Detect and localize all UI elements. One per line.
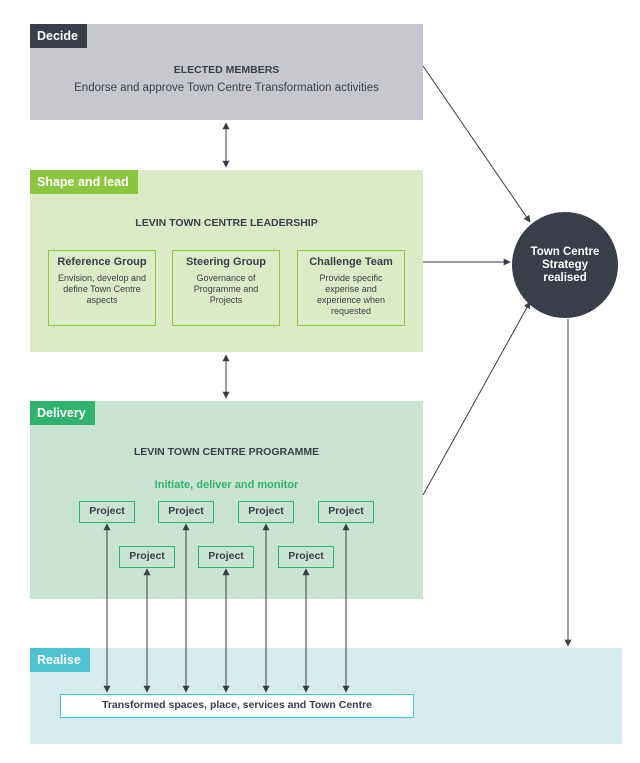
programme-heading: LEVIN TOWN CENTRE PROGRAMME <box>133 446 320 458</box>
steering-group-box: Steering Group Governance of Programme a… <box>172 250 280 326</box>
strategy-realised-label: Town Centre Strategy realised <box>530 245 600 284</box>
project-box: Project <box>158 501 214 523</box>
project-box: Project <box>79 501 135 523</box>
project-box: Project <box>238 501 294 523</box>
reference-group-desc: Envision, develop and define Town Centre… <box>57 273 147 305</box>
delivery-tag: Delivery <box>30 401 95 425</box>
delivery-section: Delivery LEVIN TOWN CENTRE PROGRAMME Ini… <box>30 401 423 599</box>
challenge-team-desc: Provide specific experise and experience… <box>316 273 386 316</box>
reference-group-box: Reference Group Envision, develop and de… <box>48 250 156 326</box>
strategy-realised-circle: Town Centre Strategy realised <box>512 212 618 318</box>
transformed-outcome-box: Transformed spaces, place, services and … <box>60 694 414 718</box>
realise-tag: Realise <box>30 648 90 672</box>
project-box: Project <box>318 501 374 523</box>
elected-members-heading: ELECTED MEMBERS <box>173 64 280 76</box>
shape-and-lead-section: Shape and lead LEVIN TOWN CENTRE LEADERS… <box>30 170 423 352</box>
challenge-team-title: Challenge Team <box>309 256 393 268</box>
project-box: Project <box>119 546 175 568</box>
project-box: Project <box>198 546 254 568</box>
leadership-heading: LEVIN TOWN CENTRE LEADERSHIP <box>135 217 318 229</box>
steering-group-title: Steering Group <box>185 256 267 268</box>
programme-subheading: Initiate, deliver and monitor <box>154 479 299 491</box>
delivery-goal-arrow <box>422 301 531 496</box>
shape-and-lead-tag: Shape and lead <box>30 170 138 194</box>
elected-members-text: Endorse and approve Town Centre Transfor… <box>74 82 379 94</box>
decide-section: Decide ELECTED MEMBERS Endorse and appro… <box>30 24 423 120</box>
reference-group-title: Reference Group <box>57 256 147 268</box>
steering-group-desc: Governance of Programme and Projects <box>193 273 259 305</box>
decide-tag: Decide <box>30 24 87 48</box>
project-box: Project <box>278 546 334 568</box>
challenge-team-box: Challenge Team Provide specific experise… <box>297 250 405 326</box>
decide-goal-arrow <box>422 65 531 223</box>
